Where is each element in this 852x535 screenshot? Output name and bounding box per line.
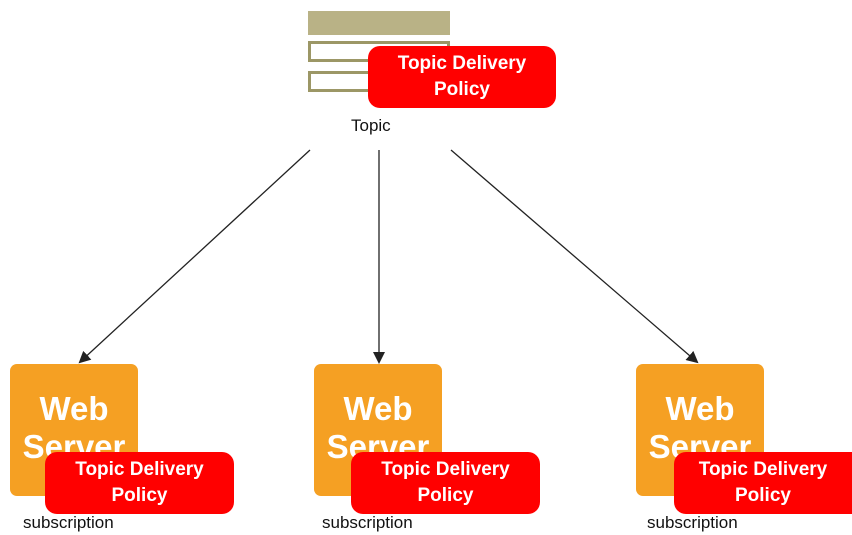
server-title-line1: Web	[343, 390, 413, 427]
subscription-delivery-policy-badge: Topic Delivery Policy	[351, 452, 540, 514]
server-title-line1: Web	[39, 390, 109, 427]
subscription-label: subscription	[647, 513, 738, 532]
subscription-delivery-policy-badge: Topic Delivery Policy	[674, 452, 852, 514]
arrow-topic-to-server-1	[78, 149, 311, 364]
policy-label-line2: Policy	[111, 485, 168, 506]
subscription-delivery-policy-badge: Topic Delivery Policy	[45, 452, 234, 514]
subscription-label: subscription	[23, 513, 114, 532]
subscription-label: subscription	[322, 513, 413, 532]
policy-label-line2: Policy	[417, 485, 474, 506]
policy-label-line1: Topic Delivery	[381, 459, 510, 480]
policy-label-line1: Topic Delivery	[397, 53, 527, 74]
policy-label-line1: Topic Delivery	[698, 459, 828, 480]
policy-label-line1: Topic Delivery	[75, 459, 204, 480]
topic-delivery-policy-badge: Topic Delivery Policy	[368, 46, 556, 108]
server-title: Web Server	[10, 390, 138, 466]
server-title-line1: Web	[665, 390, 735, 427]
policy-label-line2: Policy	[735, 485, 791, 506]
policy-label-line2: Policy	[434, 79, 490, 100]
arrow-topic-to-server-3	[450, 149, 699, 364]
topic-label: Topic	[351, 116, 391, 135]
topic-header-bar	[308, 11, 450, 35]
